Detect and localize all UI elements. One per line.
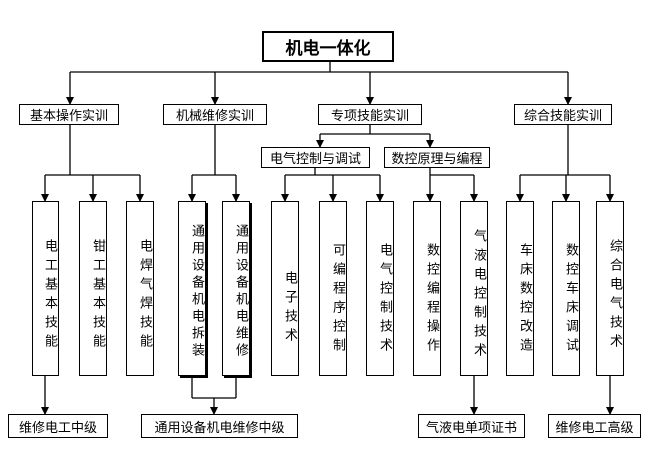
category-comprehensive-skills: 综合技能实训	[514, 104, 612, 125]
leaf-electrical-control-tech: 电气控制技术	[366, 201, 394, 376]
leaf-equipment-repair: 通用设备机电维修	[222, 201, 250, 376]
leaf-electronics: 电子技术	[271, 201, 299, 376]
outcome-pneumatic-certificate: 气液电单项证书	[418, 414, 525, 438]
leaf-fitter-basics: 钳工基本技能	[79, 201, 107, 376]
category-basic-operation: 基本操作实训	[19, 104, 119, 125]
leaf-nc-programming-operation: 数控编程操作	[413, 201, 441, 376]
subcategory-nc-programming: 数控原理与编程	[384, 147, 490, 168]
outcome-electrician-intermediate: 维修电工中级	[8, 414, 108, 438]
category-mechanical-repair: 机械维修实训	[163, 104, 267, 125]
outcome-electrician-advanced: 维修电工高级	[548, 414, 641, 438]
leaf-nc-lathe-debugging: 数控车床调试	[552, 201, 580, 376]
leaf-equipment-assembly: 通用设备机电拆装	[178, 201, 206, 376]
diagram-title: 机电一体化	[262, 31, 394, 62]
leaf-pneumatic-hydraulic-control: 气液电控制技术	[460, 201, 488, 376]
leaf-welding-skills: 电焊气焊技能	[126, 201, 154, 376]
leaf-electrician-basics: 电工基本技能	[32, 201, 59, 376]
leaf-lathe-nc-retrofit: 车床数控改造	[506, 201, 534, 376]
category-special-skills: 专项技能实训	[318, 104, 422, 125]
leaf-integrated-electrical: 综合电气技术	[596, 201, 624, 376]
leaf-plc-control: 可编程序控制	[319, 201, 347, 376]
outcome-equipment-repair-intermediate: 通用设备机电维修中级	[141, 414, 298, 438]
subcategory-electrical-control: 电气控制与调试	[261, 147, 370, 168]
